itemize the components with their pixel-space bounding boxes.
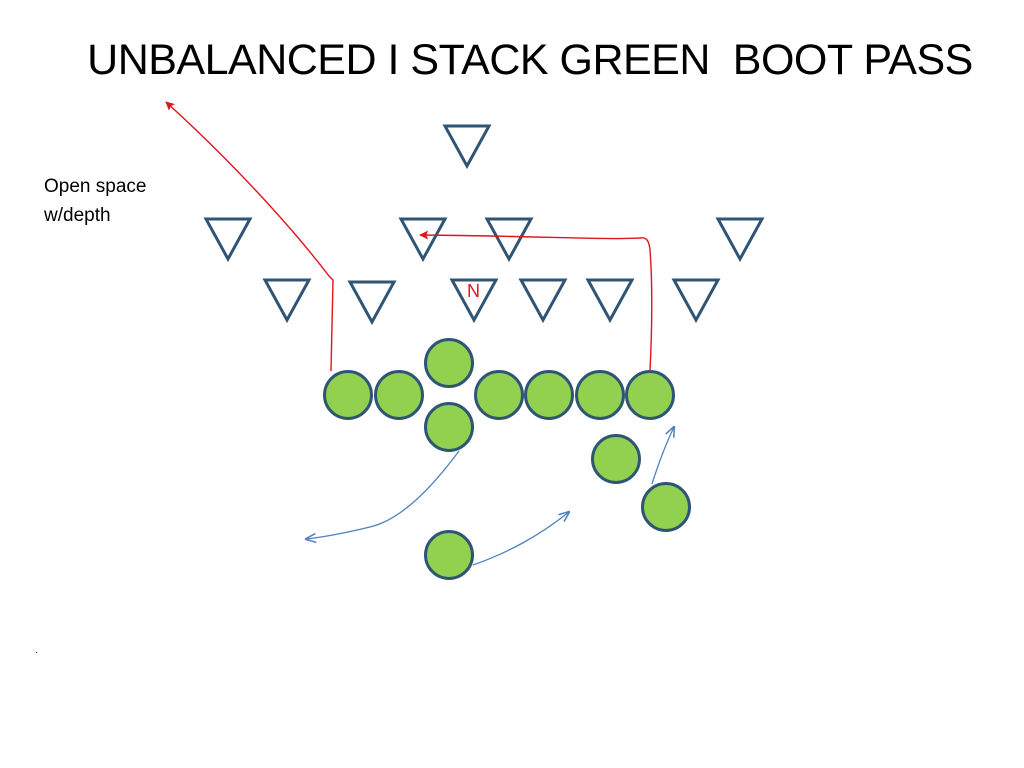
defender-corner-left: [203, 217, 253, 263]
slide-title: UNBALANCED I STACK GREEN BOOT PASS: [87, 36, 973, 84]
player-right-tackle: [524, 370, 574, 420]
player-right-tackle-2: [575, 370, 625, 420]
defender-linebacker-2: [484, 217, 534, 263]
defender-corner-right: [715, 217, 765, 263]
defender-safety: [442, 124, 492, 170]
player-right-end: [625, 370, 675, 420]
note-line-1: Open space: [44, 176, 147, 197]
defender-line-3: [518, 278, 568, 324]
defender-line-4: [585, 278, 635, 324]
defender-line-5: [671, 278, 721, 324]
player-quarterback: [424, 402, 474, 452]
open-space-note: Open space w/depth: [44, 172, 146, 230]
seam-route-slot: [651, 427, 674, 485]
defender-line-2: [347, 280, 397, 326]
flat-route-tailback: [472, 512, 569, 566]
defender-linebacker-1: [398, 217, 448, 263]
blue-routes: [306, 427, 674, 566]
note-line-2: w/depth: [44, 205, 111, 226]
red-routes: [165, 101, 653, 372]
defender-line-1: [262, 278, 312, 324]
drag-route-right: [419, 230, 653, 372]
deep-route-left: [165, 101, 334, 372]
stray-dot: .: [35, 645, 38, 656]
player-tailback: [424, 530, 474, 580]
defender-nose: [449, 278, 499, 324]
player-center: [424, 338, 474, 388]
nose-label: N: [467, 281, 480, 301]
player-slot: [641, 482, 691, 532]
boot-route-quarterback: [306, 450, 460, 539]
offense-group: [323, 338, 691, 580]
player-left-tackle: [374, 370, 424, 420]
player-left-end: [323, 370, 373, 420]
player-right-guard: [474, 370, 524, 420]
defense-group: [203, 124, 765, 326]
player-wing: [591, 434, 641, 484]
